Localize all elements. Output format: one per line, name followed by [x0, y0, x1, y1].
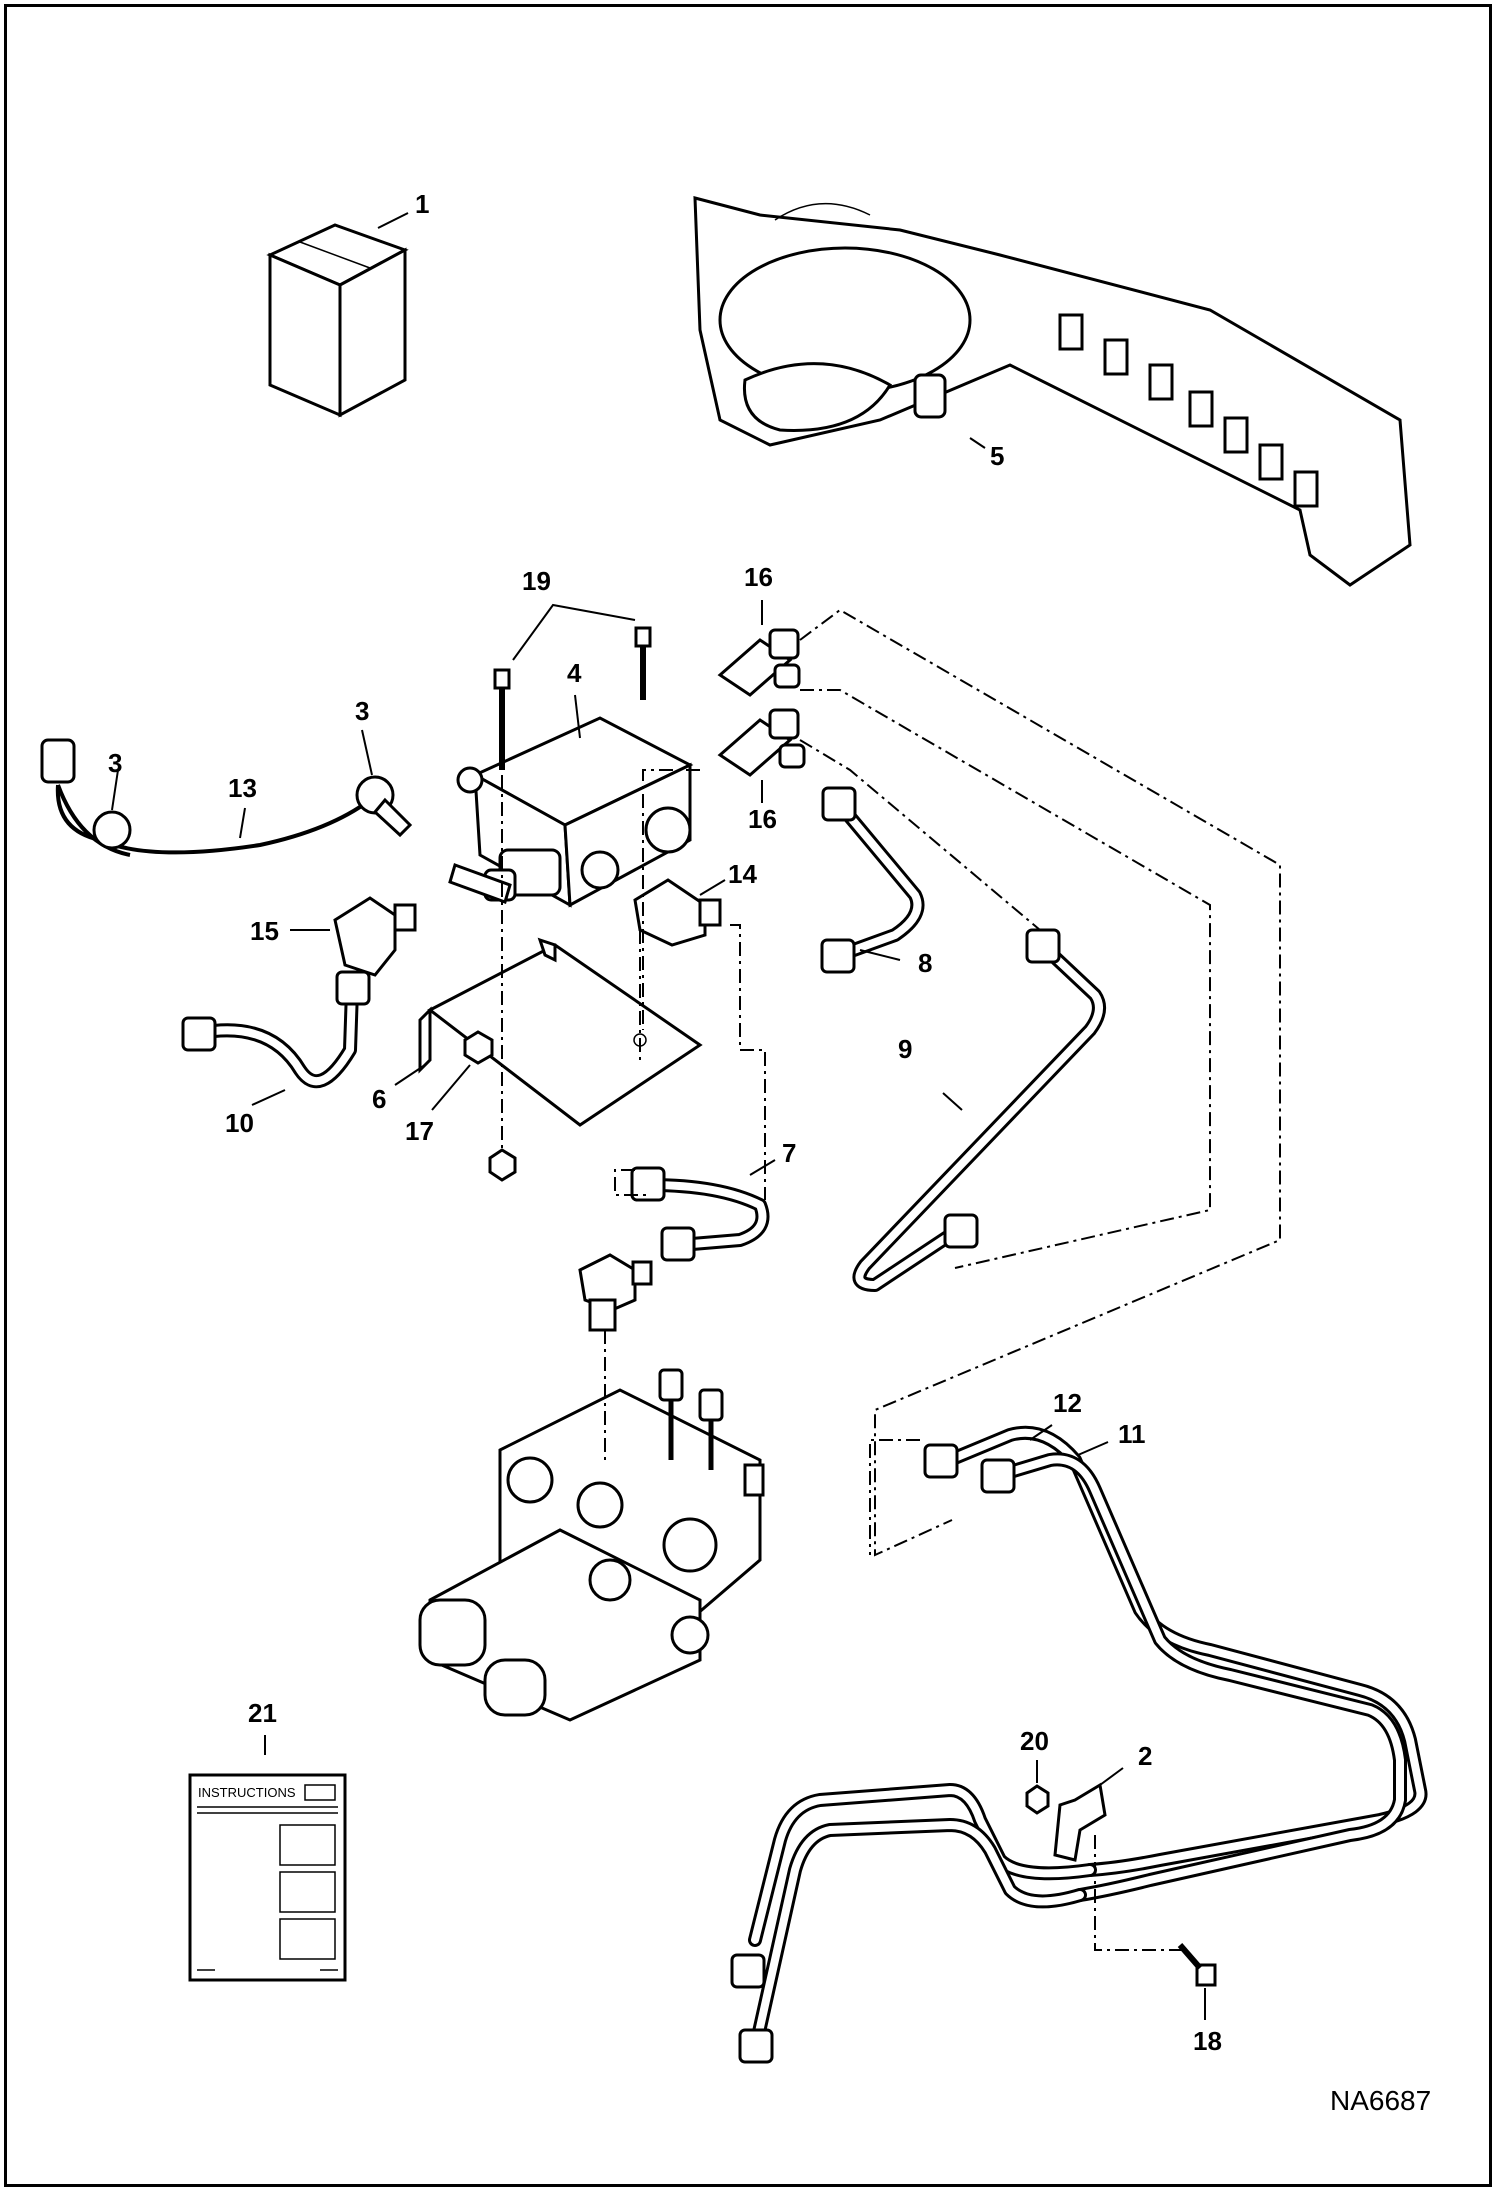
diagram-code: NA6687 [1330, 2085, 1431, 2116]
part-10-hydraulic-tube [181, 970, 371, 1106]
callout-17: 17 [405, 1116, 434, 1146]
part-8-hydraulic-tube [820, 786, 925, 974]
callout-2: 2 [1138, 1741, 1152, 1771]
callout-12: 12 [1053, 1388, 1082, 1418]
part-4-selector-valve [448, 694, 694, 908]
callout-10: 10 [225, 1108, 254, 1138]
part-9-hydraulic-tube [852, 928, 1106, 1292]
part-14-elbow-fitting [633, 878, 726, 947]
callout-13: 13 [228, 773, 257, 803]
callout-9: 9 [898, 1034, 912, 1064]
callout-labels: 1 2 3 3 4 5 6 7 8 9 10 11 12 13 14 15 16… [108, 189, 1222, 2056]
callout-14: 14 [728, 859, 757, 889]
instructions-label: INSTRUCTIONS [198, 1785, 296, 1800]
part-20-nut [1025, 1760, 1050, 1815]
part-16-tee-fittings [717, 600, 806, 803]
callout-4: 4 [567, 658, 582, 688]
callout-6: 6 [372, 1084, 386, 1114]
callout-5: 5 [990, 441, 1004, 471]
callout-15: 15 [250, 916, 279, 946]
part-17-nut [431, 1030, 517, 1182]
callout-16-bottom: 16 [748, 804, 777, 834]
part-7-hydraulic-tube [630, 1159, 776, 1262]
callout-18: 18 [1193, 2026, 1222, 2056]
callout-21: 21 [248, 1698, 277, 1728]
part-5-control-panel [693, 196, 1412, 587]
callout-1: 1 [415, 189, 429, 219]
connection-lines [501, 608, 1281, 1951]
part-13-wire-harness [40, 729, 413, 857]
callout-8: 8 [918, 948, 932, 978]
part-19-bolts [493, 603, 652, 770]
part-15-elbow-fitting [290, 896, 417, 977]
callout-16-top: 16 [744, 562, 773, 592]
part-11-12-long-tubes [730, 1424, 1428, 2064]
part-6-mounting-plate [394, 937, 703, 1127]
callout-3-left: 3 [108, 748, 122, 778]
part-21-instructions [188, 1735, 347, 1982]
valve-elbow-fitting [578, 1253, 653, 1332]
part-2-clamp [1053, 1767, 1124, 1862]
callout-19: 19 [522, 566, 551, 596]
part-18-bolt [1177, 1943, 1217, 2020]
callout-11: 11 [1118, 1419, 1146, 1449]
callout-20: 20 [1020, 1726, 1049, 1756]
callout-7: 7 [782, 1138, 796, 1168]
control-valve-assembly [418, 1368, 765, 1722]
part-1-box [266, 212, 409, 418]
callout-3-right: 3 [355, 696, 369, 726]
